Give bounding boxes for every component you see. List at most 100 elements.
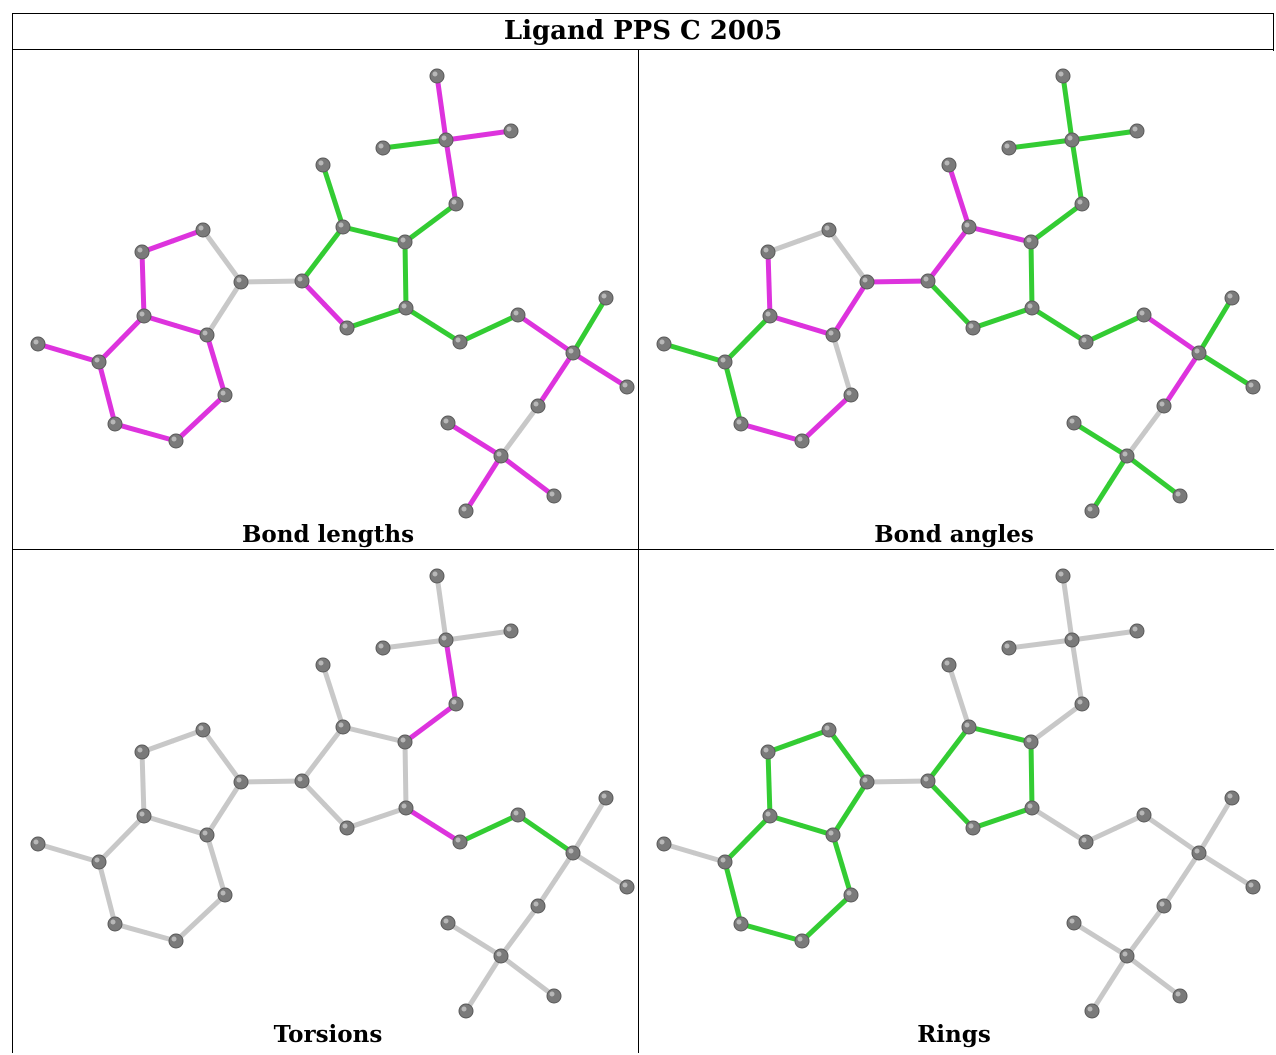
panel-torsions: Torsions bbox=[13, 550, 643, 1050]
atom-highlight bbox=[400, 237, 406, 243]
atom-highlight bbox=[549, 991, 555, 997]
atom-highlight bbox=[1227, 793, 1233, 799]
atom-highlight bbox=[568, 848, 574, 854]
atom-d10 bbox=[1084, 1003, 1100, 1019]
atom-a4 bbox=[1129, 123, 1145, 139]
atom-b6 bbox=[294, 273, 310, 289]
center-divider bbox=[638, 50, 639, 1053]
atom-a2 bbox=[438, 632, 454, 648]
atom-highlight bbox=[236, 777, 242, 783]
atom-highlight bbox=[1227, 293, 1233, 299]
atom-highlight bbox=[736, 419, 742, 425]
atom-d6 bbox=[1156, 398, 1172, 414]
atom-highlight bbox=[137, 747, 143, 753]
atom-d8 bbox=[1066, 915, 1082, 931]
atom-d7 bbox=[493, 448, 509, 464]
atom-b3 bbox=[1023, 734, 1039, 750]
atom-highlight bbox=[441, 635, 447, 641]
atom-highlight bbox=[401, 803, 407, 809]
atom-c9 bbox=[91, 854, 107, 870]
atom-c1 bbox=[859, 774, 875, 790]
atom-d8 bbox=[1066, 415, 1082, 431]
atom-d9 bbox=[1172, 988, 1188, 1004]
atom-d7 bbox=[1119, 448, 1135, 464]
atom-highlight bbox=[33, 339, 39, 345]
atom-a3 bbox=[375, 140, 391, 156]
atom-highlight bbox=[797, 936, 803, 942]
atom-highlight bbox=[1069, 918, 1075, 924]
atom-b4 bbox=[398, 800, 414, 816]
atom-highlight bbox=[1077, 199, 1083, 205]
atom-d6 bbox=[530, 898, 546, 914]
atom-c2 bbox=[195, 222, 211, 238]
atom-c10 bbox=[656, 836, 672, 852]
atom-highlight bbox=[1004, 143, 1010, 149]
atom-d3 bbox=[565, 845, 581, 861]
atom-b4 bbox=[1024, 300, 1040, 316]
atom-highlight bbox=[171, 436, 177, 442]
atom-c1 bbox=[233, 274, 249, 290]
right-border bbox=[1273, 13, 1274, 51]
atom-highlight bbox=[441, 135, 447, 141]
atom-highlight bbox=[1067, 635, 1073, 641]
atom-highlight bbox=[944, 160, 950, 166]
atom-highlight bbox=[513, 810, 519, 816]
atom-highlight bbox=[1194, 848, 1200, 854]
atom-highlight bbox=[1087, 1006, 1093, 1012]
atom-a1 bbox=[1055, 68, 1071, 84]
atom-highlight bbox=[139, 811, 145, 817]
atom-highlight bbox=[198, 725, 204, 731]
atom-c9 bbox=[717, 854, 733, 870]
atom-d9 bbox=[546, 488, 562, 504]
atom-c2 bbox=[821, 722, 837, 738]
atom-highlight bbox=[1027, 303, 1033, 309]
atom-highlight bbox=[506, 626, 512, 632]
atom-b6 bbox=[920, 773, 936, 789]
atom-c10 bbox=[656, 336, 672, 352]
molecule-bond-lengths bbox=[30, 68, 635, 519]
atom-d5 bbox=[1245, 879, 1261, 895]
atom-d7 bbox=[493, 948, 509, 964]
atom-c3 bbox=[134, 744, 150, 760]
atom-d1 bbox=[1078, 334, 1094, 350]
atom-highlight bbox=[1067, 135, 1073, 141]
panel-bond-lengths: Bond lengths bbox=[13, 50, 643, 550]
atom-c1 bbox=[233, 774, 249, 790]
atom-highlight bbox=[338, 222, 344, 228]
atom-highlight bbox=[338, 722, 344, 728]
atom-highlight bbox=[862, 277, 868, 283]
atom-c6 bbox=[843, 387, 859, 403]
atom-highlight bbox=[451, 699, 457, 705]
atom-highlight bbox=[318, 160, 324, 166]
molecule-bond-angles bbox=[656, 68, 1261, 519]
atom-d5 bbox=[1245, 379, 1261, 395]
atom-d3 bbox=[1191, 845, 1207, 861]
atom-c7 bbox=[794, 933, 810, 949]
atom-c5 bbox=[825, 327, 841, 343]
atom-a4 bbox=[1129, 623, 1145, 639]
atom-highlight bbox=[720, 357, 726, 363]
atom-highlight bbox=[378, 643, 384, 649]
atom-a5 bbox=[1074, 696, 1090, 712]
atom-highlight bbox=[461, 506, 467, 512]
atom-highlight bbox=[601, 293, 607, 299]
atom-highlight bbox=[622, 382, 628, 388]
atom-highlight bbox=[828, 330, 834, 336]
molecule-rings bbox=[656, 568, 1261, 1019]
caption-rings: Rings bbox=[917, 1021, 991, 1048]
atom-d4 bbox=[1224, 790, 1240, 806]
atom-d3 bbox=[1191, 345, 1207, 361]
row-divider bbox=[12, 549, 1274, 550]
atom-highlight bbox=[944, 660, 950, 666]
atom-b1 bbox=[941, 157, 957, 173]
atom-highlight bbox=[1132, 126, 1138, 132]
atom-d6 bbox=[530, 398, 546, 414]
atom-highlight bbox=[318, 660, 324, 666]
atom-d2 bbox=[1136, 307, 1152, 323]
atom-highlight bbox=[824, 225, 830, 231]
left-border bbox=[12, 13, 13, 1053]
atom-highlight bbox=[549, 491, 555, 497]
atom-highlight bbox=[1175, 491, 1181, 497]
caption-bond-lengths: Bond lengths bbox=[241, 521, 415, 548]
atom-c2 bbox=[195, 722, 211, 738]
